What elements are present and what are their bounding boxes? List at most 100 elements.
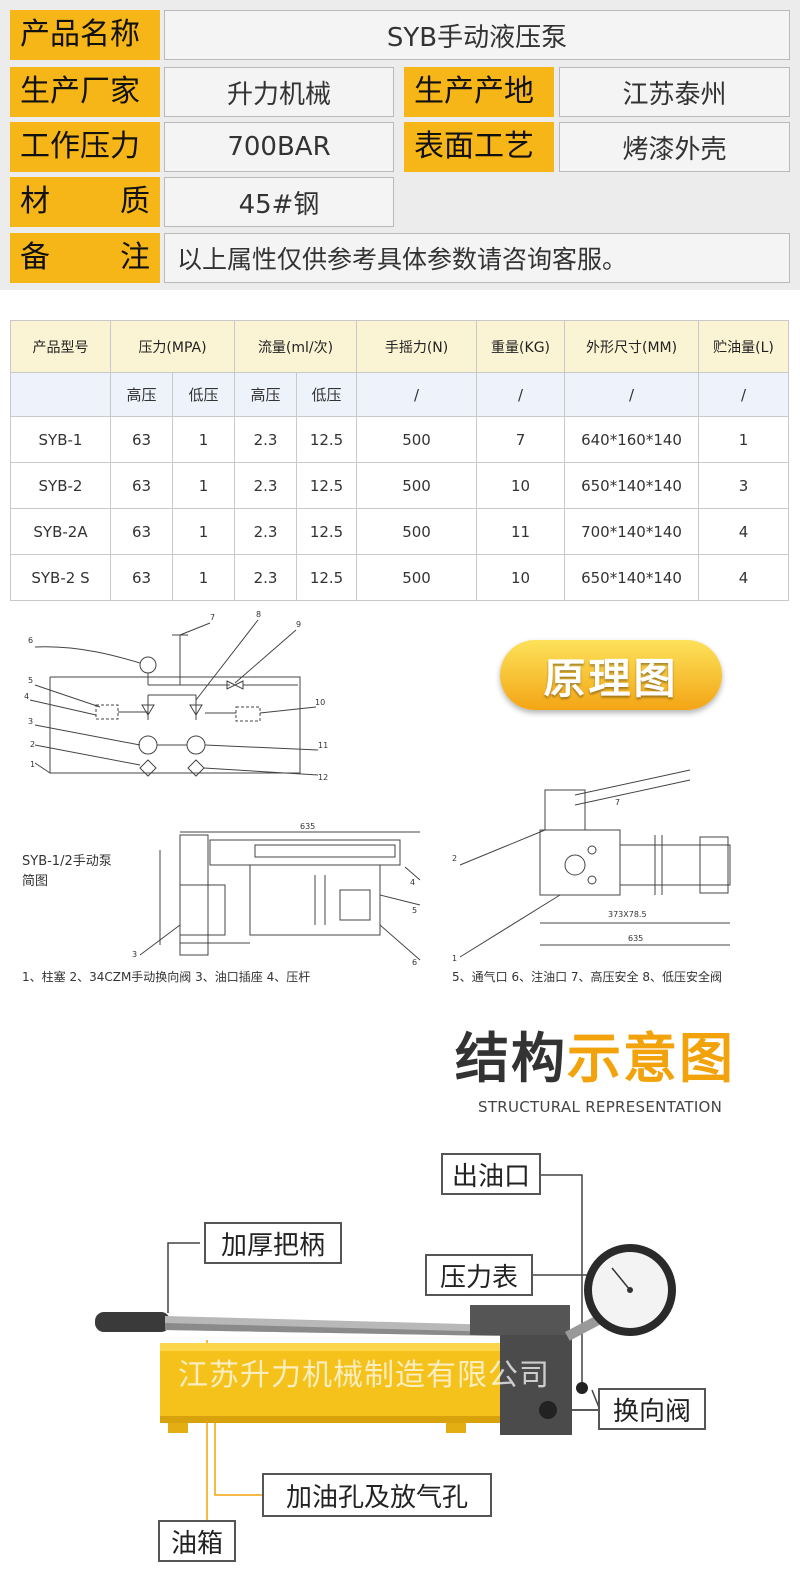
table-cell: 4 <box>698 554 790 601</box>
pump-side-drawing <box>139 831 421 961</box>
table-row: SYB-2 S 63 1 2.3 12.5 500 10 650*140*140… <box>10 554 790 601</box>
schematic-numbers: 6 5 4 3 2 1 7 8 9 10 11 12 <box>24 610 328 782</box>
label-gauge: 压力表 <box>425 1254 533 1296</box>
table-cell: 640*160*140 <box>564 416 700 463</box>
drawing-caption-sub: 简图 <box>22 874 49 889</box>
label-valve: 换向阀 <box>598 1388 706 1430</box>
table-cell: SYB-2 S <box>10 554 111 601</box>
table-cell: 10 <box>476 462 566 509</box>
schematic-number: 8 <box>256 610 261 619</box>
table-cell: SYB-2A <box>10 508 111 555</box>
drawing-number: 6 <box>412 958 417 967</box>
table-cell: 1 <box>171 508 236 555</box>
table-cell: 10 <box>476 554 566 601</box>
label-handle: 加厚把柄 <box>204 1222 342 1264</box>
drawing-number: 2 <box>452 854 457 863</box>
origin-value: 江苏泰州 <box>559 67 790 117</box>
material-label-part-1: 材 <box>20 184 50 219</box>
subheader-cell: / <box>564 372 700 417</box>
surface-value: 烤漆外壳 <box>559 122 790 172</box>
hydraulic-schematic <box>29 619 319 777</box>
table-cell: 7 <box>476 416 566 463</box>
legend-left: 1、柱塞 2、34CZM手动换向阀 3、油口插座 4、压杆 <box>22 970 311 984</box>
spec-subheader-row: 高压 低压 高压 低压 / / / / <box>10 372 790 417</box>
remark-label: 备 注 <box>10 233 160 283</box>
table-cell: 11 <box>476 508 566 555</box>
table-cell: 63 <box>110 462 173 509</box>
schematic-number: 9 <box>296 620 301 629</box>
drawing-number: 7 <box>615 798 620 807</box>
schematic-number: 3 <box>28 717 33 726</box>
table-cell: 1 <box>171 416 236 463</box>
remark-label-part-1: 备 <box>20 240 50 275</box>
pump-illustration <box>95 1174 676 1538</box>
drawing-number: 1 <box>452 954 457 963</box>
table-cell: 12.5 <box>296 462 358 509</box>
table-row: SYB-2A 63 1 2.3 12.5 500 11 700*140*140 … <box>10 508 790 555</box>
subheader-cell: / <box>698 372 790 417</box>
table-cell: 12.5 <box>296 416 358 463</box>
side-drawing-marks: 635 3 4 5 6 <box>132 822 417 967</box>
table-cell: SYB-2 <box>10 462 111 509</box>
legend-right: 5、通气口 6、注油口 7、高压安全 8、低压安全阀 <box>452 970 722 984</box>
header-hand-force: 手摇力(N) <box>356 320 478 373</box>
remark-label-part-2: 注 <box>120 240 150 275</box>
label-filler: 加油孔及放气孔 <box>262 1473 492 1517</box>
schematic-number: 1 <box>30 760 35 769</box>
table-cell: 500 <box>356 462 478 509</box>
table-cell: 63 <box>110 508 173 555</box>
subheader-cell: 高压 <box>234 372 298 417</box>
table-cell: 63 <box>110 416 173 463</box>
table-cell: 3 <box>698 462 790 509</box>
dimension-label: 635 <box>628 934 643 943</box>
table-cell: 4 <box>698 508 790 555</box>
subheader-cell: / <box>476 372 566 417</box>
subheader-cell: 高压 <box>110 372 173 417</box>
table-cell: 2.3 <box>234 462 298 509</box>
drawing-number: 3 <box>132 950 137 959</box>
front-drawing-marks: 373X78.5 635 2 7 1 <box>452 798 647 963</box>
origin-label: 生产产地 <box>404 67 554 117</box>
table-cell: 1 <box>698 416 790 463</box>
drawing-caption: SYB-1/2手动泵 <box>22 854 112 869</box>
pump-front-drawing <box>459 769 731 958</box>
table-cell: 500 <box>356 554 478 601</box>
label-outlet: 出油口 <box>441 1153 541 1195</box>
table-cell: 650*140*140 <box>564 462 700 509</box>
schematic-number: 5 <box>28 676 33 685</box>
material-label: 材 质 <box>10 177 160 227</box>
dimension-label: 635 <box>300 822 315 831</box>
spec-header-row: 产品型号 压力(MPA) 流量(ml/次) 手摇力(N) 重量(KG) 外形尺寸… <box>10 320 790 373</box>
pressure-value: 700BAR <box>164 122 394 172</box>
table-cell: 700*140*140 <box>564 508 700 555</box>
pump-head-icon <box>470 1305 606 1435</box>
table-cell: 2.3 <box>234 508 298 555</box>
drawing-number: 5 <box>412 906 417 915</box>
spec-table: 产品型号 压力(MPA) 流量(ml/次) 手摇力(N) 重量(KG) 外形尺寸… <box>10 320 790 601</box>
header-pressure: 压力(MPA) <box>109 320 236 373</box>
table-cell: 12.5 <box>296 554 358 601</box>
table-cell: 650*140*140 <box>564 554 700 601</box>
header-flow: 流量(ml/次) <box>234 320 358 373</box>
attribute-panel: 产品名称 SYB手动液压泵 生产厂家 升力机械 生产产地 江苏泰州 工作压力 7… <box>0 0 800 290</box>
dimension-label: 373X78.5 <box>608 910 647 919</box>
pressure-label: 工作压力 <box>10 122 160 172</box>
structure-title-accent: 示意图 <box>567 1027 735 1090</box>
header-weight: 重量(KG) <box>476 320 566 373</box>
table-cell: 63 <box>110 554 173 601</box>
product-name-label: 产品名称 <box>10 10 160 60</box>
structure-title-dark: 结构 <box>455 1027 567 1090</box>
schematic-number: 4 <box>24 692 29 701</box>
drawing-number: 4 <box>410 878 415 887</box>
handle-icon <box>95 1312 500 1336</box>
remark-value: 以上属性仅供参考具体参数请咨询客服。 <box>164 233 790 283</box>
pressure-gauge-icon <box>584 1244 676 1336</box>
table-cell: 12.5 <box>296 508 358 555</box>
subheader-cell: 低压 <box>296 372 358 417</box>
table-row: SYB-1 63 1 2.3 12.5 500 7 640*160*140 1 <box>10 416 790 463</box>
manufacturer-label: 生产厂家 <box>10 67 160 117</box>
company-watermark: 江苏升力机械制造有限公司 <box>178 1358 550 1393</box>
table-cell: 1 <box>171 554 236 601</box>
table-cell: 2.3 <box>234 554 298 601</box>
tank-icon <box>160 1343 505 1433</box>
